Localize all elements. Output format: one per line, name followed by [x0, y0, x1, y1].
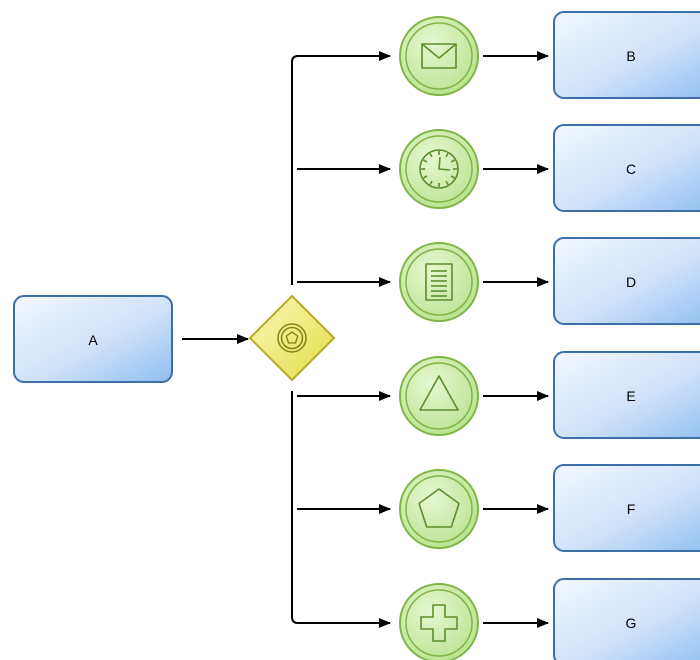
branch-e: E: [297, 351, 700, 439]
task-d-box: [553, 237, 700, 325]
task-g-label: G: [626, 615, 637, 631]
branch-g: G: [297, 578, 700, 660]
branches: B C D E F G: [297, 11, 700, 660]
event-inner-ring: [405, 475, 473, 543]
intermediate-event-f[interactable]: [399, 469, 479, 549]
event-based-gateway[interactable]: [248, 294, 336, 382]
trunk-up: [291, 55, 299, 285]
event-inner-ring: [405, 22, 473, 90]
branch-d: D: [297, 237, 700, 325]
task-e[interactable]: E: [553, 351, 700, 439]
task-e-box: [553, 351, 700, 439]
task-b-box: [553, 11, 700, 99]
task-d-label: D: [626, 274, 636, 290]
task-g-box: [553, 578, 700, 660]
intermediate-event-d[interactable]: [399, 242, 479, 322]
plus-icon: [420, 604, 458, 642]
event-inner-ring: [405, 362, 473, 430]
intermediate-event-c[interactable]: [399, 129, 479, 209]
event-outer-ring: [399, 242, 479, 322]
task-c-label: C: [626, 161, 636, 177]
task-a[interactable]: A: [13, 295, 173, 383]
event-inner-ring: [405, 589, 473, 657]
task-f[interactable]: F: [553, 464, 700, 552]
task-b[interactable]: B: [553, 11, 700, 99]
task-a-label: A: [88, 332, 98, 348]
branch-c: C: [297, 124, 700, 212]
pentagon-icon: [418, 488, 460, 528]
branch-f: F: [297, 464, 700, 552]
event-outer-ring: [399, 356, 479, 436]
task-f-box: [553, 464, 700, 552]
event-outer-ring: [399, 583, 479, 660]
trunk-down: [291, 391, 299, 624]
event-inner-ring: [405, 248, 473, 316]
task-c-box: [553, 124, 700, 212]
branch-b: B: [297, 11, 700, 99]
task-d[interactable]: D: [553, 237, 700, 325]
event-outer-ring: [399, 16, 479, 96]
message-icon: [421, 43, 457, 69]
intermediate-event-g[interactable]: [399, 583, 479, 660]
task-b-label: B: [626, 48, 635, 64]
task-f-label: F: [627, 501, 636, 517]
task-e-label: E: [626, 388, 635, 404]
event-outer-ring: [399, 469, 479, 549]
task-a-box: [13, 295, 173, 383]
triangle-icon: [419, 375, 459, 411]
timer-icon: [419, 149, 459, 189]
intermediate-event-e[interactable]: [399, 356, 479, 436]
task-g[interactable]: G: [553, 578, 700, 660]
gateway-pentagon-icon: [277, 323, 307, 353]
task-c[interactable]: C: [553, 124, 700, 212]
document-icon: [425, 263, 453, 301]
event-inner-ring: [405, 135, 473, 203]
intermediate-event-b[interactable]: [399, 16, 479, 96]
gateway-diamond: [248, 294, 336, 382]
